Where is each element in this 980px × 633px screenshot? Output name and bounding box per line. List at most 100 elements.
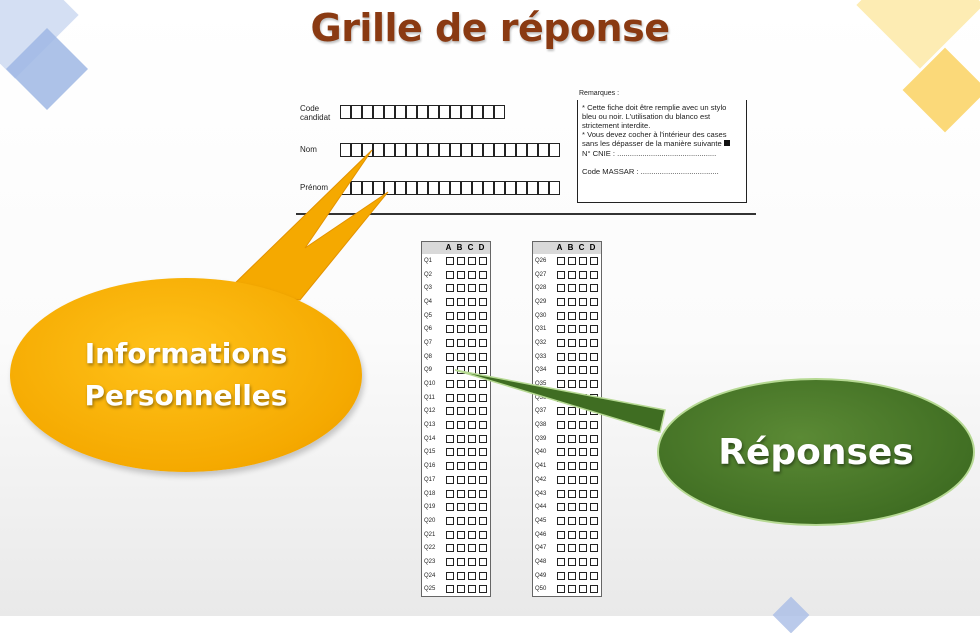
- answer-checkbox: [568, 407, 576, 416]
- answer-checkbox: [468, 338, 476, 347]
- answer-checkbox: [457, 407, 465, 416]
- letter-box: [406, 143, 417, 157]
- answer-checkbox: [590, 571, 598, 580]
- answer-checkbox: [568, 557, 576, 566]
- question-number: Q42: [535, 476, 547, 483]
- answer-checkbox: [446, 462, 454, 471]
- answer-checkbox: [479, 475, 487, 484]
- letter-box: [527, 143, 538, 157]
- nom-label: Nom: [300, 145, 317, 154]
- question-row: Q23: [422, 555, 490, 569]
- answer-checkbox: [457, 503, 465, 512]
- letter-box: [395, 143, 406, 157]
- question-row: Q45: [533, 514, 601, 528]
- letter-box: [472, 181, 483, 195]
- letter-box: [483, 105, 494, 119]
- answer-checkbox: [579, 462, 587, 471]
- question-row: Q40: [533, 446, 601, 460]
- remarks-line-2: * Vous devez cocher à l'intérieur des ca…: [582, 130, 742, 148]
- answer-checkbox: [468, 557, 476, 566]
- remarks-title: Remarques :: [579, 90, 620, 97]
- answer-checkbox: [457, 421, 465, 430]
- answer-checkbox: [468, 462, 476, 471]
- question-number: Q2: [424, 271, 433, 278]
- answer-checkbox: [457, 311, 465, 320]
- answer-checkbox: [446, 352, 454, 361]
- answer-checkbox: [590, 434, 598, 443]
- answer-checkbox: [568, 297, 576, 306]
- question-row: Q12: [422, 405, 490, 419]
- answer-checkbox: [557, 270, 565, 279]
- answer-checkbox: [590, 311, 598, 320]
- remarks-line-1: * Cette fiche doit être remplie avec un …: [582, 103, 727, 130]
- answer-checkbox: [568, 530, 576, 539]
- question-number: Q48: [535, 558, 547, 565]
- question-number: Q5: [424, 312, 433, 319]
- question-row: Q42: [533, 473, 601, 487]
- answer-checkbox: [479, 503, 487, 512]
- answer-checkbox: [557, 462, 565, 471]
- question-row: Q35: [533, 377, 601, 391]
- letter-box: [472, 143, 483, 157]
- answer-checkbox: [579, 434, 587, 443]
- answer-checkbox: [479, 544, 487, 553]
- letter-box: [538, 181, 549, 195]
- answer-checkbox: [479, 571, 487, 580]
- answer-checkbox: [468, 448, 476, 457]
- question-row: Q49: [533, 569, 601, 583]
- question-row: Q8: [422, 350, 490, 364]
- answer-checkbox: [590, 557, 598, 566]
- letter-box: [417, 143, 428, 157]
- question-row: Q4: [422, 295, 490, 309]
- answer-checkbox: [557, 352, 565, 361]
- answer-checkbox: [557, 434, 565, 443]
- answer-checkbox: [457, 530, 465, 539]
- answer-checkbox: [590, 448, 598, 457]
- answer-checkbox: [579, 448, 587, 457]
- answer-checkbox: [479, 297, 487, 306]
- question-number: Q44: [535, 504, 547, 511]
- question-number: Q18: [424, 490, 436, 497]
- answer-checkbox: [468, 489, 476, 498]
- letter-box: [549, 143, 560, 157]
- prenom-label: Prénom: [300, 183, 329, 192]
- question-number: Q34: [535, 367, 547, 374]
- answer-checkbox: [468, 421, 476, 430]
- answer-checkbox: [568, 284, 576, 293]
- answer-checkbox: [446, 503, 454, 512]
- letter-box: [384, 105, 395, 119]
- letter-box: [450, 105, 461, 119]
- prenom-boxes: [340, 181, 560, 196]
- answer-checkbox: [479, 434, 487, 443]
- answer-checkbox: [468, 297, 476, 306]
- answer-checkbox: [568, 325, 576, 334]
- answer-checkbox: [468, 571, 476, 580]
- question-number: Q29: [535, 298, 547, 305]
- answer-checkbox: [468, 393, 476, 402]
- answer-checkbox: [479, 393, 487, 402]
- question-row: Q44: [533, 500, 601, 514]
- answer-checkbox: [457, 380, 465, 389]
- letter-box: [450, 181, 461, 195]
- question-number: Q50: [535, 586, 547, 593]
- answer-checkbox: [568, 421, 576, 430]
- question-row: Q46: [533, 528, 601, 542]
- answer-checkbox: [557, 284, 565, 293]
- page-title: Grille de réponse: [310, 6, 670, 50]
- letter-box: [340, 143, 351, 157]
- answer-checkbox: [568, 270, 576, 279]
- letter-box: [439, 181, 450, 195]
- question-row: Q28: [533, 281, 601, 295]
- letter-box: [505, 181, 516, 195]
- question-row: Q1: [422, 254, 490, 268]
- answer-checkbox: [579, 557, 587, 566]
- answer-checkbox: [579, 380, 587, 389]
- answer-checkbox: [568, 256, 576, 265]
- question-row: Q38: [533, 418, 601, 432]
- answer-checkbox: [479, 557, 487, 566]
- answer-checkbox: [468, 530, 476, 539]
- question-row: Q43: [533, 487, 601, 501]
- answer-checkbox: [568, 462, 576, 471]
